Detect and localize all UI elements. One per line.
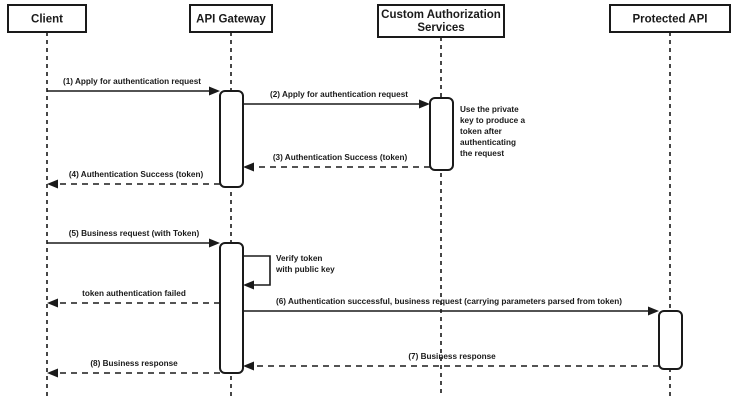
activation-bar-custom-auth[interactable] (429, 97, 454, 171)
message-2[interactable]: (2) Apply for authentication request (243, 90, 430, 109)
message-self-verify-token-label-line1: Verify token (276, 254, 322, 263)
message-2-label: (2) Apply for authentication request (270, 90, 408, 99)
participant-protected-api[interactable]: Protected API (609, 4, 731, 33)
lifelines-group (46, 32, 671, 396)
message-2-arrowhead (419, 99, 430, 109)
message-6-arrowhead (648, 306, 659, 316)
message-6-label: (6) Authentication successful, business … (276, 297, 622, 306)
note-private-key-line2: key to produce a (460, 116, 526, 125)
message-1-arrowhead (209, 86, 220, 96)
message-8[interactable]: (8) Business response (47, 359, 220, 378)
message-5-arrowhead (209, 238, 220, 248)
message-token-auth-failed-arrowhead (47, 298, 58, 308)
note-private-key: Use the private key to produce a token a… (460, 105, 526, 158)
message-self-verify-token-label-line2: with public key (275, 265, 335, 274)
participant-box-custom-auth[interactable] (377, 4, 505, 38)
participant-box-api-gateway[interactable] (189, 4, 273, 33)
message-7-label: (7) Business response (408, 352, 496, 361)
activation-bar-protected-api[interactable] (658, 310, 683, 370)
message-self-verify-token[interactable]: Verify token with public key (243, 254, 335, 290)
message-1-label: (1) Apply for authentication request (63, 77, 201, 86)
activation-bar-api-gateway-auth[interactable] (219, 90, 244, 188)
message-3-arrowhead (243, 162, 254, 172)
participant-box-protected-api[interactable] (609, 4, 731, 33)
message-3[interactable]: (3) Authentication Success (token) (243, 153, 430, 172)
message-5[interactable]: (5) Business request (with Token) (47, 229, 220, 248)
note-private-key-line1: Use the private (460, 105, 519, 114)
message-7-arrowhead (243, 361, 254, 371)
message-7[interactable]: (7) Business response (243, 352, 659, 371)
message-token-auth-failed[interactable]: token authentication failed (47, 289, 220, 308)
message-token-auth-failed-label: token authentication failed (82, 289, 186, 298)
note-private-key-line4: authenticating (460, 138, 516, 147)
message-self-verify-token-path (243, 255, 271, 286)
message-4-arrowhead (47, 179, 58, 189)
message-self-verify-token-arrowhead (243, 280, 254, 290)
message-5-label: (5) Business request (with Token) (69, 229, 200, 238)
message-4[interactable]: (4) Authentication Success (token) (47, 170, 220, 189)
message-8-label: (8) Business response (90, 359, 178, 368)
participant-custom-auth[interactable]: Custom Authorization Services (377, 4, 505, 38)
participant-label-api-gateway: API Gateway (196, 14, 266, 26)
note-private-key-line5: the request (460, 149, 504, 158)
participant-label-client: Client (31, 14, 63, 26)
participant-label-protected-api: Protected API (633, 14, 708, 26)
participant-client[interactable]: Client (7, 4, 87, 33)
activation-bar-api-gateway-business[interactable] (219, 242, 244, 374)
note-private-key-line3: token after (460, 127, 503, 136)
message-1[interactable]: (1) Apply for authentication request (47, 77, 220, 96)
participant-label-custom-auth-line2: Services (417, 22, 464, 34)
message-8-arrowhead (47, 368, 58, 378)
participant-label-custom-auth-line1: Custom Authorization (381, 9, 501, 21)
message-6[interactable]: (6) Authentication successful, business … (243, 297, 659, 316)
participant-box-client[interactable] (7, 4, 87, 33)
participant-api-gateway[interactable]: API Gateway (189, 4, 273, 33)
message-3-label: (3) Authentication Success (token) (273, 153, 408, 162)
message-4-label: (4) Authentication Success (token) (69, 170, 204, 179)
